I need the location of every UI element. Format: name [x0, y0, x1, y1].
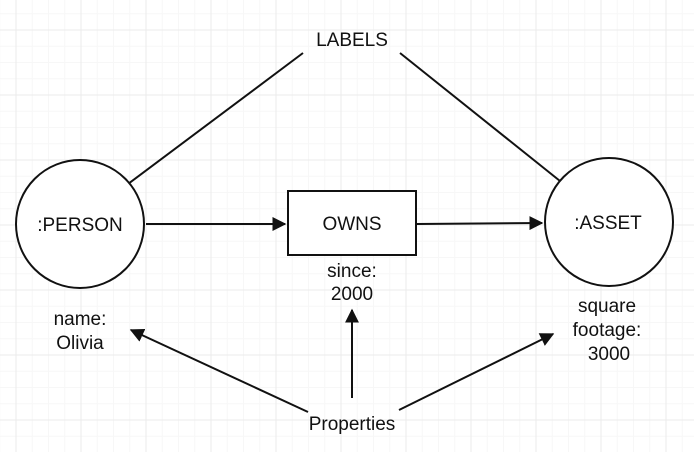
asset-property-text[interactable]: square footage: 3000 — [573, 296, 642, 365]
asset-property-line1: square — [578, 296, 636, 317]
relationship-property-text[interactable]: since: 2000 — [327, 261, 377, 305]
person-node-label: :PERSON — [37, 215, 123, 236]
asset-property-line2: footage: — [573, 320, 642, 341]
arrow-owns-to-asset[interactable] — [416, 216, 544, 231]
arrow-properties-to-footage[interactable] — [398, 333, 555, 411]
asset-node-label: :ASSET — [574, 213, 642, 234]
node-owns[interactable]: OWNS — [287, 190, 417, 256]
owns-rectangle — [287, 190, 417, 256]
asset-circle — [544, 157, 674, 287]
person-property-line2: Olivia — [56, 333, 104, 354]
relationship-property-line2: 2000 — [331, 284, 373, 305]
node-asset[interactable]: :ASSET — [544, 157, 674, 287]
labels-annotation-text[interactable]: LABELS — [316, 30, 388, 51]
properties-annotation-text[interactable]: Properties — [309, 414, 396, 435]
owns-node-label: OWNS — [322, 214, 381, 235]
node-person[interactable]: :PERSON — [15, 159, 145, 289]
arrow-properties-to-name[interactable] — [129, 328, 309, 413]
person-property-text[interactable]: name: Olivia — [54, 309, 107, 354]
person-property-line1: name: — [54, 309, 107, 330]
asset-property-line3: 3000 — [588, 344, 630, 365]
person-circle — [15, 159, 145, 289]
arrow-labels-to-asset[interactable] — [399, 52, 592, 206]
relationship-property-line1: since: — [327, 261, 377, 282]
arrow-labels-to-person[interactable] — [98, 52, 304, 206]
